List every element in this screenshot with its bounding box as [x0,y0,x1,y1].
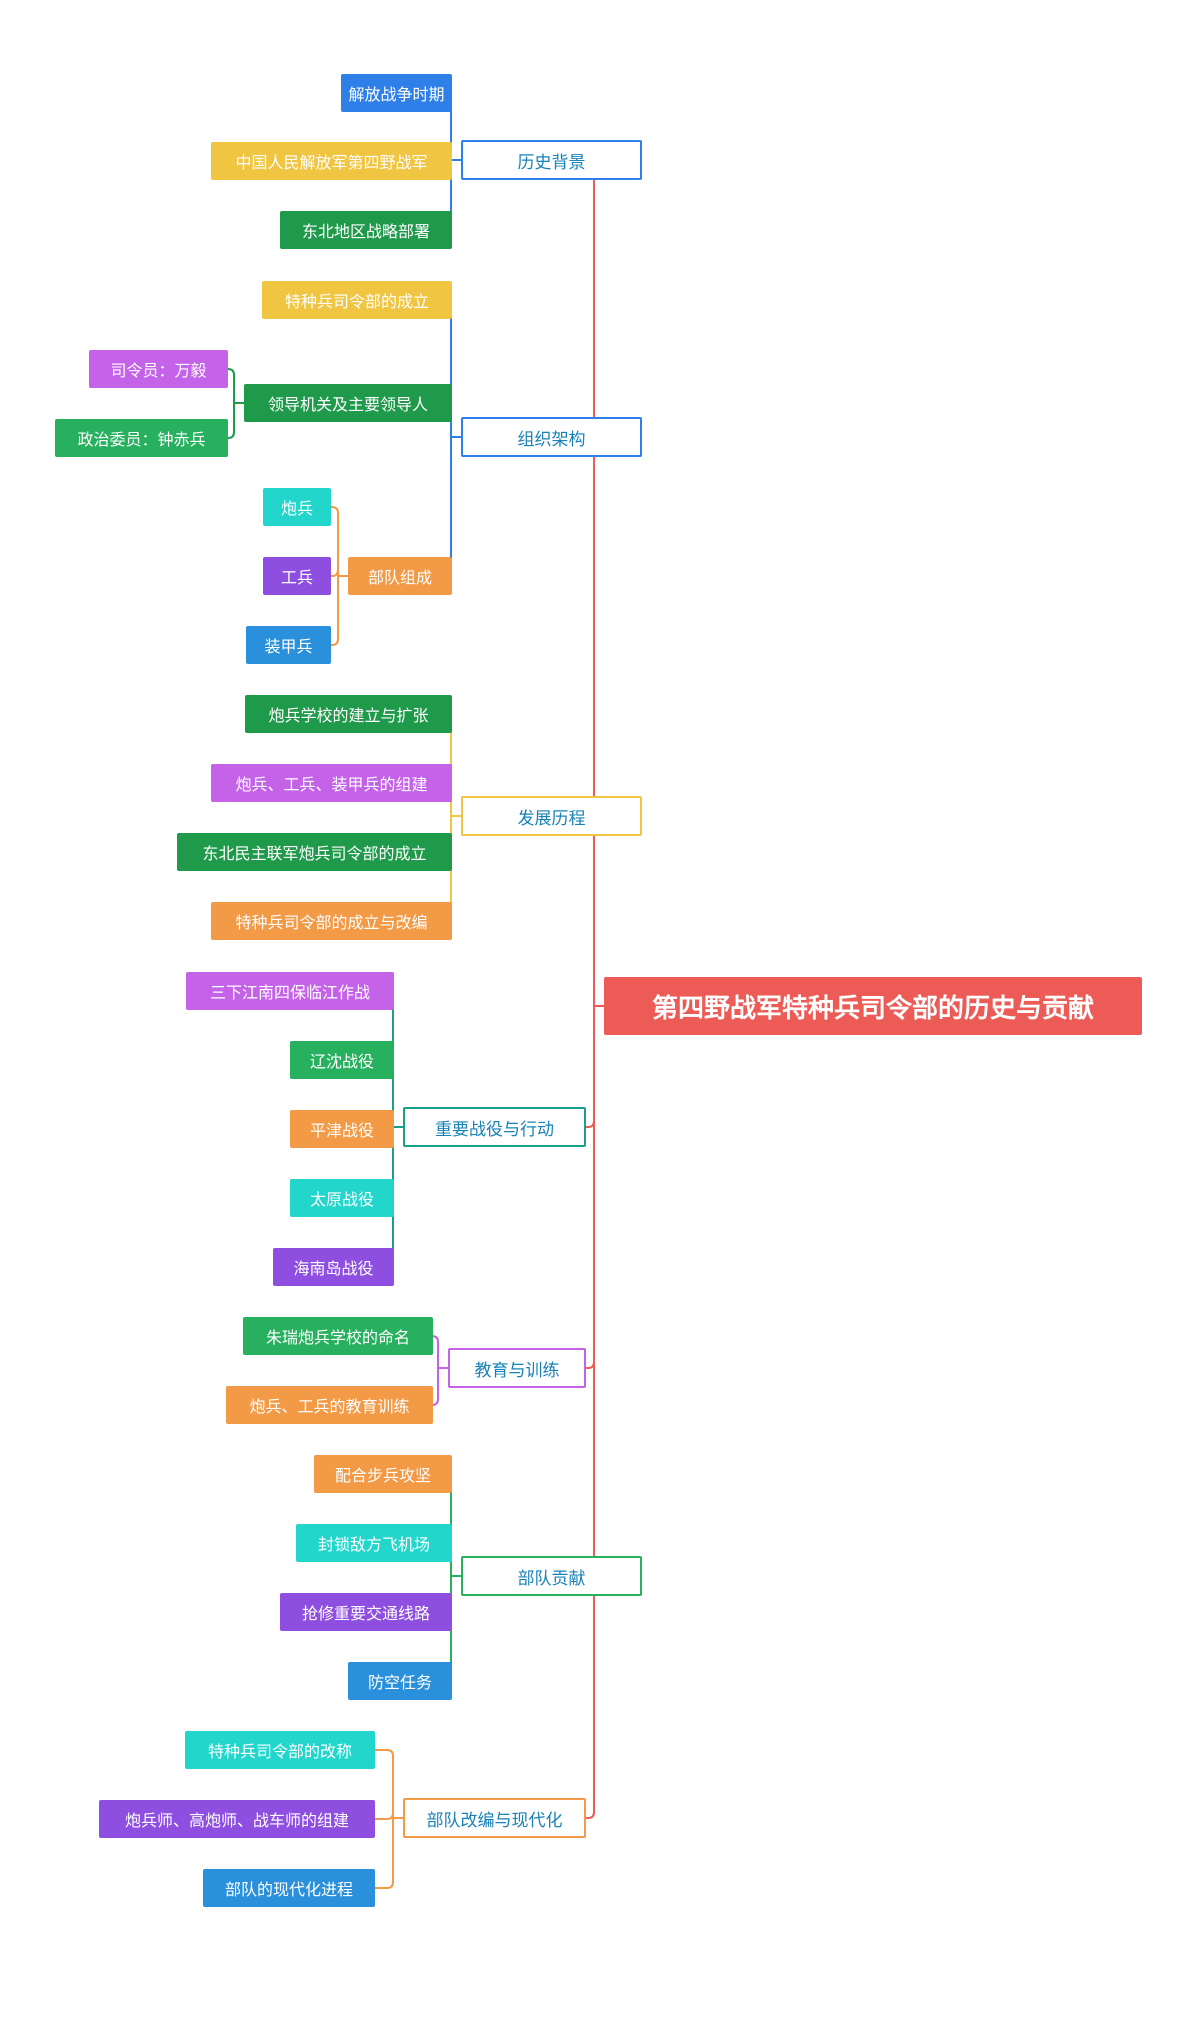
connector-line [227,368,244,404]
category-education[interactable]: 教育与训练 [448,1348,586,1388]
leaf-route-repair[interactable]: 抢修重要交通线路 [280,1593,452,1631]
category-connectors [444,1473,461,1682]
connector-line [331,569,348,577]
leaf-artillery-school[interactable]: 炮兵学校的建立与扩张 [245,695,452,733]
leaf-battle-hainan[interactable]: 海南岛战役 [273,1248,394,1286]
category-connectors [444,713,461,922]
category-organization[interactable]: 组织架构 [461,417,642,457]
leaf-battle-pingjin[interactable]: 平津战役 [290,1110,394,1148]
leaf-battle-linjiang[interactable]: 三下江南四保临江作战 [186,972,394,1010]
leaf-air-defense[interactable]: 防空任务 [348,1662,452,1700]
leaf-hq-renaming[interactable]: 特种兵司令部的改称 [185,1731,375,1769]
leaf-leadership[interactable]: 领导机关及主要领导人 [244,384,452,422]
connector-line [375,1817,404,1889]
connector-line [587,436,642,1007]
connector-line [431,1335,449,1370]
connector-line [227,402,244,439]
connector-line [586,1005,604,1369]
leaf-airfield-blockade[interactable]: 封锁敌方飞机场 [296,1524,452,1562]
category-history-background[interactable]: 历史背景 [461,140,642,180]
category-connectors [431,1335,449,1406]
leaf-division-formation[interactable]: 炮兵师、高炮师、战车师的组建 [99,1800,375,1838]
leaf-fourth-field-army[interactable]: 中国人民解放军第四野战军 [211,142,452,180]
leaf-branch-formation[interactable]: 炮兵、工兵、装甲兵的组建 [211,764,452,802]
connector-line [375,1812,404,1820]
connector-line [331,506,348,577]
leaf-battle-liaoshen[interactable]: 辽沈战役 [290,1041,394,1079]
leaf-hq-reorganization[interactable]: 特种兵司令部的成立与改编 [211,902,452,940]
leaf-commander[interactable]: 司令员：万毅 [89,350,228,388]
leaf-infantry-support[interactable]: 配合步兵攻坚 [314,1455,452,1493]
connector-line [587,159,642,1007]
connector-line [586,1005,604,1819]
connector-line [331,575,348,646]
leaf-ne-artillery-hq[interactable]: 东北民主联军炮兵司令部的成立 [177,833,452,871]
subbranch-connectors [331,506,348,646]
leaf-battle-taiyuan[interactable]: 太原战役 [290,1179,394,1217]
leaf-hq-founding[interactable]: 特种兵司令部的成立 [262,281,452,319]
subbranch-connectors [227,368,244,439]
category-development[interactable]: 发展历程 [461,796,642,836]
category-battles[interactable]: 重要战役与行动 [403,1107,586,1147]
root-node[interactable]: 第四野战军特种兵司令部的历史与贡献 [604,977,1142,1035]
leaf-political-commissar[interactable]: 政治委员：钟赤兵 [55,419,228,457]
connector-line [587,1005,642,1577]
category-connectors [444,299,461,577]
leaf-modernization-process[interactable]: 部队的现代化进程 [203,1869,375,1907]
leaf-northeast-strategy[interactable]: 东北地区战略部署 [280,211,452,249]
connector-line [431,1367,449,1406]
leaf-engineers[interactable]: 工兵 [263,557,331,595]
category-contributions[interactable]: 部队贡献 [461,1556,642,1596]
connector-line [375,1749,404,1820]
leaf-artillery[interactable]: 炮兵 [263,488,331,526]
category-connectors [375,1749,404,1889]
connector-line [444,436,461,577]
category-modernization[interactable]: 部队改编与现代化 [403,1798,586,1838]
leaf-armored[interactable]: 装甲兵 [246,626,331,664]
connector-line [586,1005,604,1128]
leaf-zhurui-school[interactable]: 朱瑞炮兵学校的命名 [243,1317,433,1355]
leaf-unit-composition[interactable]: 部队组成 [348,557,452,595]
leaf-training[interactable]: 炮兵、工兵的教育训练 [226,1386,433,1424]
leaf-liberation-war-period[interactable]: 解放战争时期 [341,74,452,112]
